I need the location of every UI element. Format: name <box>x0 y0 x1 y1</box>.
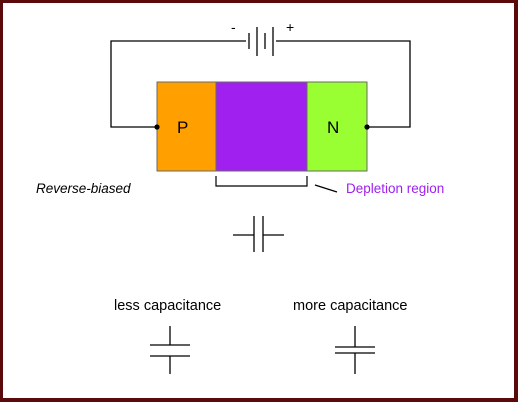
wire-right <box>276 40 411 128</box>
contact-dot-left <box>154 124 160 130</box>
depletion-leader-line <box>314 184 338 193</box>
p-region-label: P <box>177 118 189 137</box>
less-capacitance-symbol <box>150 326 190 374</box>
wire-left <box>110 40 246 128</box>
circuit-wires <box>110 40 411 128</box>
battery-symbol <box>248 27 274 56</box>
contact-dot-right <box>364 124 370 130</box>
more-capacitance-label: more capacitance <box>293 298 408 314</box>
depletion-region <box>215 81 308 172</box>
more-capacitance-symbol <box>335 326 375 374</box>
battery-negative-label: - <box>231 19 236 35</box>
depletion-region-label: Depletion region <box>346 181 445 196</box>
less-capacitance-label: less capacitance <box>114 298 222 314</box>
depletion-bracket <box>215 176 308 187</box>
capacitor-symbol <box>233 216 284 252</box>
battery-positive-label: + <box>286 19 295 35</box>
n-region-label: N <box>327 118 340 137</box>
bias-label: Reverse-biased <box>36 181 131 196</box>
